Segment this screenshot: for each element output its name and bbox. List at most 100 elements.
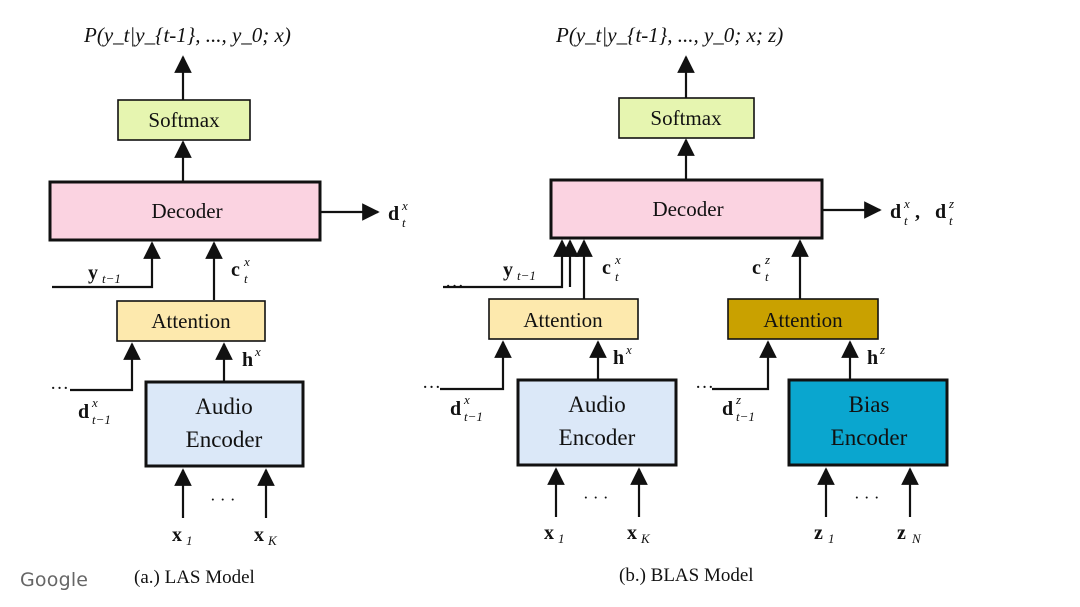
- las-input-ellipsis: · · ·: [210, 490, 235, 509]
- blas-dprev-x-dots: ···: [422, 377, 441, 398]
- las-ctx-main: c: [231, 259, 240, 281]
- blas-dprevx-main: d: [450, 398, 461, 420]
- blas-input-z1: z 1: [814, 522, 835, 546]
- blas-input-x1: x 1: [544, 522, 565, 546]
- blas-yprev-main: y: [503, 259, 513, 281]
- blas-hx-sup: x: [625, 342, 632, 357]
- las-output-prob: P(y_t|y_{t-1}, ..., y_0; x): [83, 23, 291, 47]
- blas-audio-encoder-box: [516, 378, 678, 467]
- las-panel: P(y_t|y_{t-1}, ..., y_0; x) Softmax Deco…: [48, 23, 408, 588]
- blas-dprevz-sub: t−1: [736, 409, 755, 424]
- blas-attention-audio-label: Attention: [523, 308, 603, 332]
- las-h-main: h: [242, 349, 253, 371]
- las-input-x1: x 1: [172, 524, 193, 548]
- blas-x1-main: x: [544, 522, 554, 544]
- blas-yprev-dots: ···: [445, 276, 464, 297]
- blas-decoder-box: [549, 178, 824, 240]
- las-x1-sub: 1: [186, 533, 193, 548]
- blas-ctxz-main: c: [752, 257, 761, 279]
- las-ctx-sub: t: [244, 271, 248, 286]
- blas-dprevx-sup: x: [463, 392, 470, 407]
- blas-attention-bias-label: Attention: [763, 308, 843, 332]
- blas-hz-main: h: [867, 347, 878, 369]
- las-ctx-sup: x: [243, 254, 250, 269]
- las-dout-sub: t: [402, 215, 406, 230]
- blas-softmax-label: Softmax: [650, 106, 722, 130]
- blas-yprev-label: y t−1: [503, 259, 536, 283]
- las-dprev-dots: ···: [50, 378, 69, 399]
- blas-xK-main: x: [627, 522, 637, 544]
- blas-dout-b-sup: z: [948, 196, 954, 211]
- las-encoder-line1: Audio: [195, 394, 253, 419]
- blas-hz-sup: z: [879, 342, 885, 357]
- las-dprev-sub: t−1: [92, 412, 111, 427]
- blas-input-zN: z N: [897, 522, 922, 546]
- blas-dprevz-sup: z: [735, 392, 741, 407]
- blas-xK-sub: K: [640, 531, 651, 546]
- las-xK-sub: K: [267, 533, 278, 548]
- blas-context-z-label: c z t: [752, 252, 770, 284]
- google-logo-text: Google: [20, 569, 89, 591]
- blas-dprev-z-label: d z t−1: [722, 392, 755, 424]
- blas-dout-a-main: d: [890, 201, 901, 223]
- las-dprev-label: d x t−1: [78, 395, 111, 427]
- las-dout-sup: x: [401, 198, 408, 213]
- blas-hidden-z-label: h z: [867, 342, 885, 369]
- blas-attention-bias-box: [727, 298, 879, 340]
- blas-z1-sub: 1: [828, 531, 835, 546]
- blas-ctxx-sup: x: [614, 252, 621, 267]
- blas-caption: (b.) BLAS Model: [619, 565, 754, 586]
- las-yprev-label: y t−1: [88, 262, 121, 286]
- blas-dout-sep: ,: [915, 201, 920, 223]
- blas-softmax-box: [618, 97, 755, 139]
- blas-ctxx-main: c: [602, 257, 611, 279]
- blas-bias-encoder-line2: Encoder: [831, 425, 908, 450]
- blas-decoder-label: Decoder: [652, 197, 723, 221]
- blas-zN-main: z: [897, 522, 906, 544]
- las-context-label: c x t: [231, 254, 250, 286]
- las-arrow-yprev: [52, 241, 161, 289]
- blas-attention-audio-box: [488, 298, 639, 340]
- blas-hx-main: h: [613, 347, 624, 369]
- blas-context-x-label: c x t: [602, 252, 621, 284]
- blas-dprev-x-label: d x t−1: [450, 392, 483, 424]
- las-caption: (a.) LAS Model: [134, 567, 255, 588]
- blas-ctxx-sub: t: [615, 269, 619, 284]
- blas-yprev-sub: t−1: [517, 268, 536, 283]
- las-input-xK: x K: [254, 524, 278, 548]
- blas-audio-encoder-line1: Audio: [568, 392, 626, 417]
- blas-x1-sub: 1: [558, 531, 565, 546]
- las-dprev-sup: x: [91, 395, 98, 410]
- las-decoder-output: d x t: [388, 198, 408, 230]
- blas-audio-encoder-line2: Encoder: [559, 425, 636, 450]
- las-hidden-label: h x: [242, 344, 261, 371]
- las-yprev-sub: t−1: [102, 271, 121, 286]
- blas-z1-main: z: [814, 522, 823, 544]
- blas-dout-a-sub: t: [904, 213, 908, 228]
- blas-input-xK: x K: [627, 522, 651, 546]
- las-decoder-label: Decoder: [151, 199, 222, 223]
- blas-dout-a-sup: x: [903, 196, 910, 211]
- blas-panel: P(y_t|y_{t-1}, ..., y_0; x; z) Softmax D…: [422, 23, 954, 586]
- blas-arrow-dprev-z: [712, 340, 777, 391]
- las-h-sup: x: [254, 344, 261, 359]
- las-arrow-dprev: [70, 342, 141, 392]
- las-attention-box: [116, 300, 266, 342]
- blas-decoder-output: d x t , d z t: [890, 196, 954, 228]
- blas-dout-b-main: d: [935, 201, 946, 223]
- blas-hidden-x-label: h x: [613, 342, 632, 369]
- blas-dprevz-main: d: [722, 398, 733, 420]
- las-audio-encoder-box: [144, 380, 305, 468]
- las-x1-main: x: [172, 524, 182, 546]
- blas-output-prob: P(y_t|y_{t-1}, ..., y_0; x; z): [555, 23, 783, 47]
- blas-ctxz-sub: t: [765, 269, 769, 284]
- las-softmax-box: [117, 99, 251, 141]
- blas-dprevx-sub: t−1: [464, 409, 483, 424]
- blas-dout-b-sub: t: [949, 213, 953, 228]
- blas-ctxz-sup: z: [764, 252, 770, 267]
- blas-bias-encoder-line1: Bias: [849, 392, 890, 417]
- blas-z-ellipsis: · · ·: [854, 488, 879, 507]
- las-dprev-main: d: [78, 401, 89, 423]
